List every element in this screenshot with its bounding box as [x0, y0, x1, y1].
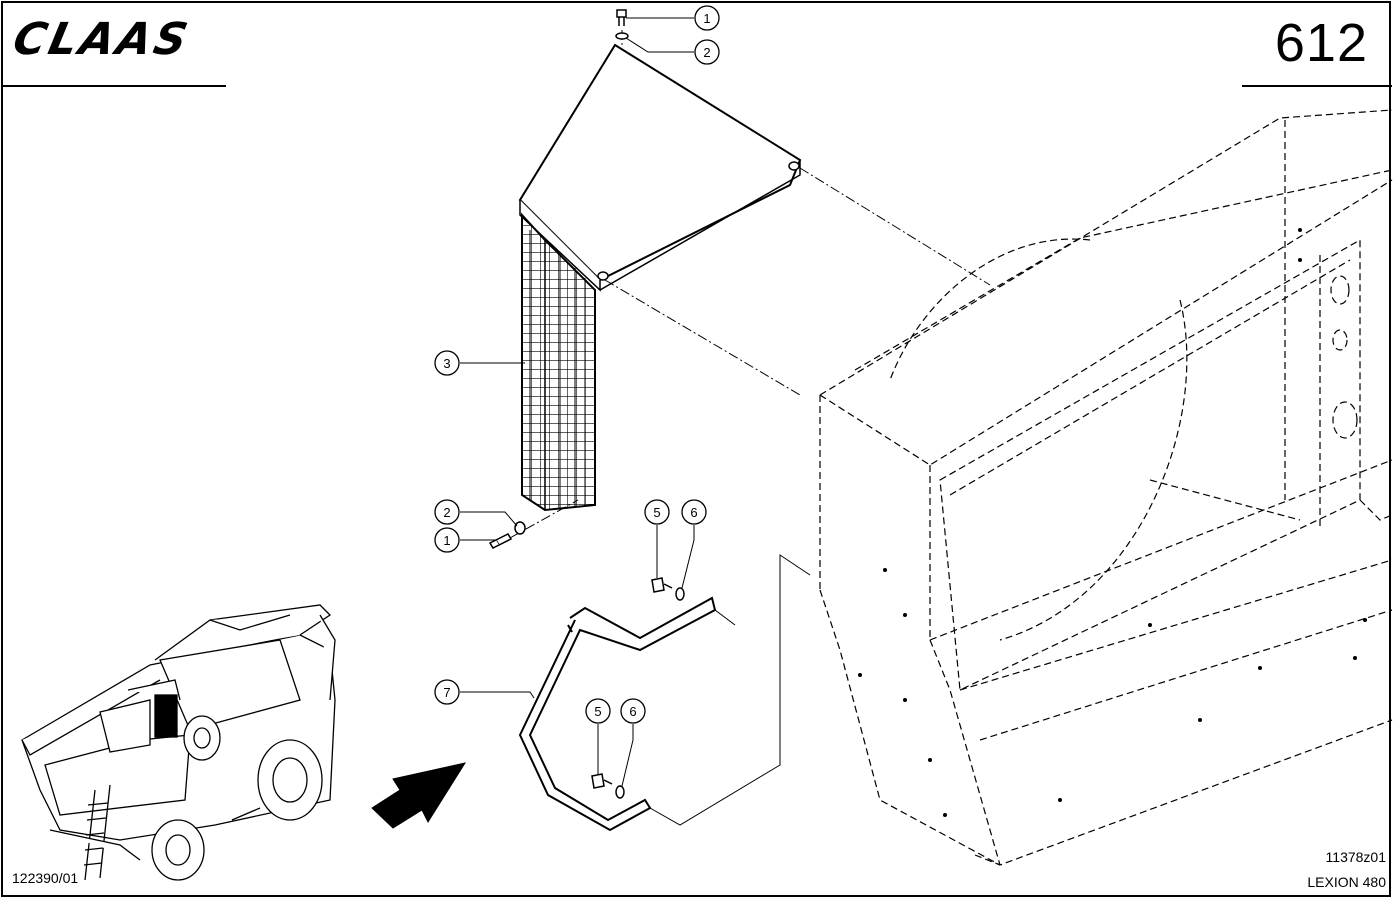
lower-bolt-and-washer	[591, 773, 625, 799]
callout-1-mesh: 1	[434, 527, 460, 553]
svg-text:3: 3	[443, 356, 450, 371]
direction-arrow-icon	[371, 762, 467, 829]
svg-text:2: 2	[443, 505, 450, 520]
drawing-code: 11378z01	[1325, 849, 1386, 865]
callout-5-upper: 5	[644, 499, 670, 525]
part-3-mesh-hood	[518, 43, 802, 512]
bracket-assembly-lines	[649, 554, 811, 826]
callouts: 1 2 3 2 1 5 6 7	[434, 5, 720, 724]
model-name: LEXION 480	[1307, 874, 1386, 890]
combine-harvester-overview	[21, 604, 336, 881]
page-number: 612	[1274, 13, 1368, 73]
svg-text:5: 5	[653, 505, 660, 520]
header-rule-right	[1242, 85, 1392, 87]
callout-3: 3	[434, 350, 460, 376]
callout-6-upper: 6	[681, 499, 707, 525]
top-screw-and-washer	[615, 9, 629, 40]
callout-7: 7	[434, 679, 460, 705]
svg-text:1: 1	[443, 533, 450, 548]
reference-number: 122390/01	[12, 870, 79, 886]
svg-text:5: 5	[594, 704, 601, 719]
svg-text:1: 1	[703, 11, 710, 26]
svg-text:6: 6	[690, 505, 697, 520]
svg-text:6: 6	[629, 704, 636, 719]
callout-5-lower: 5	[585, 698, 611, 724]
svg-text:7: 7	[443, 685, 450, 700]
callout-1-top: 1	[694, 5, 720, 31]
part-7-bracket	[518, 596, 717, 832]
callout-2-top: 2	[694, 39, 720, 65]
mesh-screw-and-washer	[488, 521, 526, 549]
housing-bolt-holes	[858, 228, 1367, 817]
callout-2-mesh: 2	[434, 499, 460, 525]
svg-text:2: 2	[703, 45, 710, 60]
callout-6-lower: 6	[620, 698, 646, 724]
machine-housing	[819, 109, 1393, 866]
callout-leaders	[460, 17, 695, 787]
header-rule-left	[2, 85, 226, 87]
upper-bolt-and-washer	[651, 577, 685, 601]
